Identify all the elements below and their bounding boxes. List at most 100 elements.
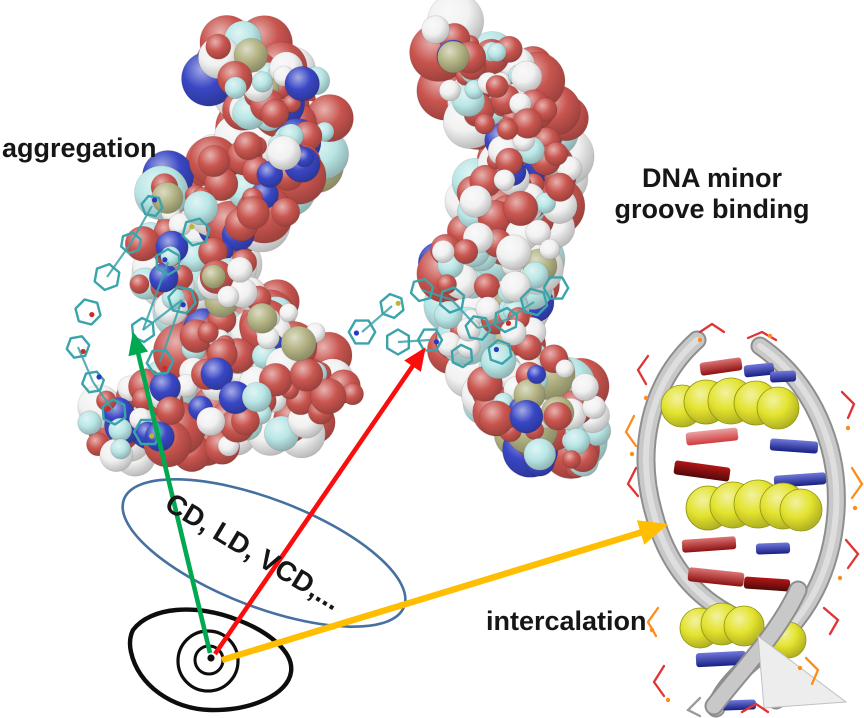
surface-sphere [233,131,263,161]
ligand-ring [450,343,474,369]
ligand-atom [152,197,158,203]
surface-sphere [562,449,582,469]
phosphate-dot [697,337,703,343]
ligand-bond [421,288,453,302]
ligand-ring [409,277,435,303]
ligand-ring [386,328,410,356]
ligand-ring [542,276,570,300]
ligand-bond [477,318,507,330]
backbone-stick [740,702,770,714]
ligand-ring [379,292,405,320]
surface-sphere [246,302,278,334]
eye-icon [127,607,294,713]
dna-helix-intercalation [624,322,864,718]
base-pair-slab [743,576,791,592]
surface-sphere [438,79,461,102]
surface-sphere [452,238,479,265]
surface-sphere [289,357,324,392]
surface-sphere [525,219,552,246]
phosphate-dot [852,505,858,511]
ligand-ring [119,231,143,255]
base-pair-slab [769,370,797,383]
ligand-ring [155,247,181,277]
ligand-bond [451,299,479,329]
surface-sphere [197,144,231,178]
backbone-stick [636,354,650,386]
ligand-atom [180,302,186,308]
ligand-atom [162,257,168,263]
ligand-bond [130,205,153,244]
surface-sphere [197,321,219,344]
ligand-ring [487,339,513,365]
ligand-atom [105,406,111,412]
surface-sphere [473,273,501,300]
label-minor-groove-line2: groove binding [614,194,810,225]
ligand-ring [438,286,466,314]
intercalator-sphere [779,488,823,532]
surface-sphere [433,300,463,330]
surface-sphere [129,274,150,295]
surface-sphere [485,74,509,99]
surface-sphere [266,135,302,171]
ligand-ring [80,370,106,394]
ligand-ring [181,217,211,247]
phosphate-dot [649,627,655,633]
arrow-aggregation [128,331,213,654]
surface-sphere [421,15,451,45]
ligand-atom [80,348,86,355]
backbone-stick [698,322,726,334]
ligand-ring [347,319,377,345]
surface-sphere [196,406,226,437]
ligand-bond [397,338,431,344]
ligand-ring [93,262,121,292]
eye-outline [127,607,294,713]
arrows [128,331,669,664]
ligand-ring [167,285,197,315]
surface-sphere [545,172,575,202]
dna-surface-aggregation [77,15,365,477]
backbone-stick [624,414,638,448]
ligand-ring [464,315,492,341]
backbone-stick [804,656,820,686]
backbone-stick [652,664,666,698]
aggregated-ligand-stack [65,194,211,446]
ligand-bond [76,346,95,383]
surface-sphere [110,438,132,460]
surface-sphere [496,118,519,141]
eye-iris [176,629,240,693]
backbone-stick [822,606,840,636]
ligand-atom [189,224,195,230]
ligand-ring [74,298,102,326]
ligand-ring [519,287,549,317]
ribbon-strand-front [706,582,806,714]
base-pair-slab [681,536,737,553]
surface-sphere [205,33,232,60]
backbone-stick [850,466,864,500]
surface-sphere [544,141,569,166]
ligand-bond [92,381,115,413]
base-pair-slab [673,460,731,482]
phosphate-dot [643,395,649,401]
surface-sphere [216,285,240,308]
ligand-atom [148,433,155,439]
surface-sphere [539,238,561,260]
eye-pupil-dot [207,654,215,662]
surface-sphere [526,364,547,385]
surface-sphere [241,381,273,413]
surface-sphere [224,76,248,100]
surface-sphere [260,99,290,129]
ligand-ring [101,398,127,426]
base-pair-slabs [673,357,827,711]
intercalator-sphere [723,605,765,647]
dna-surface-minor-groove [409,0,612,479]
surface-sphere [251,71,273,93]
backbone-stick [686,696,702,718]
ligand-ring [65,335,91,359]
ligand-ring [145,348,175,376]
surface-sphere [437,40,470,74]
surface-sphere [200,357,234,391]
intercalator-sphere [756,386,800,430]
backbone-stick [844,538,860,570]
surface-sphere [201,264,227,290]
